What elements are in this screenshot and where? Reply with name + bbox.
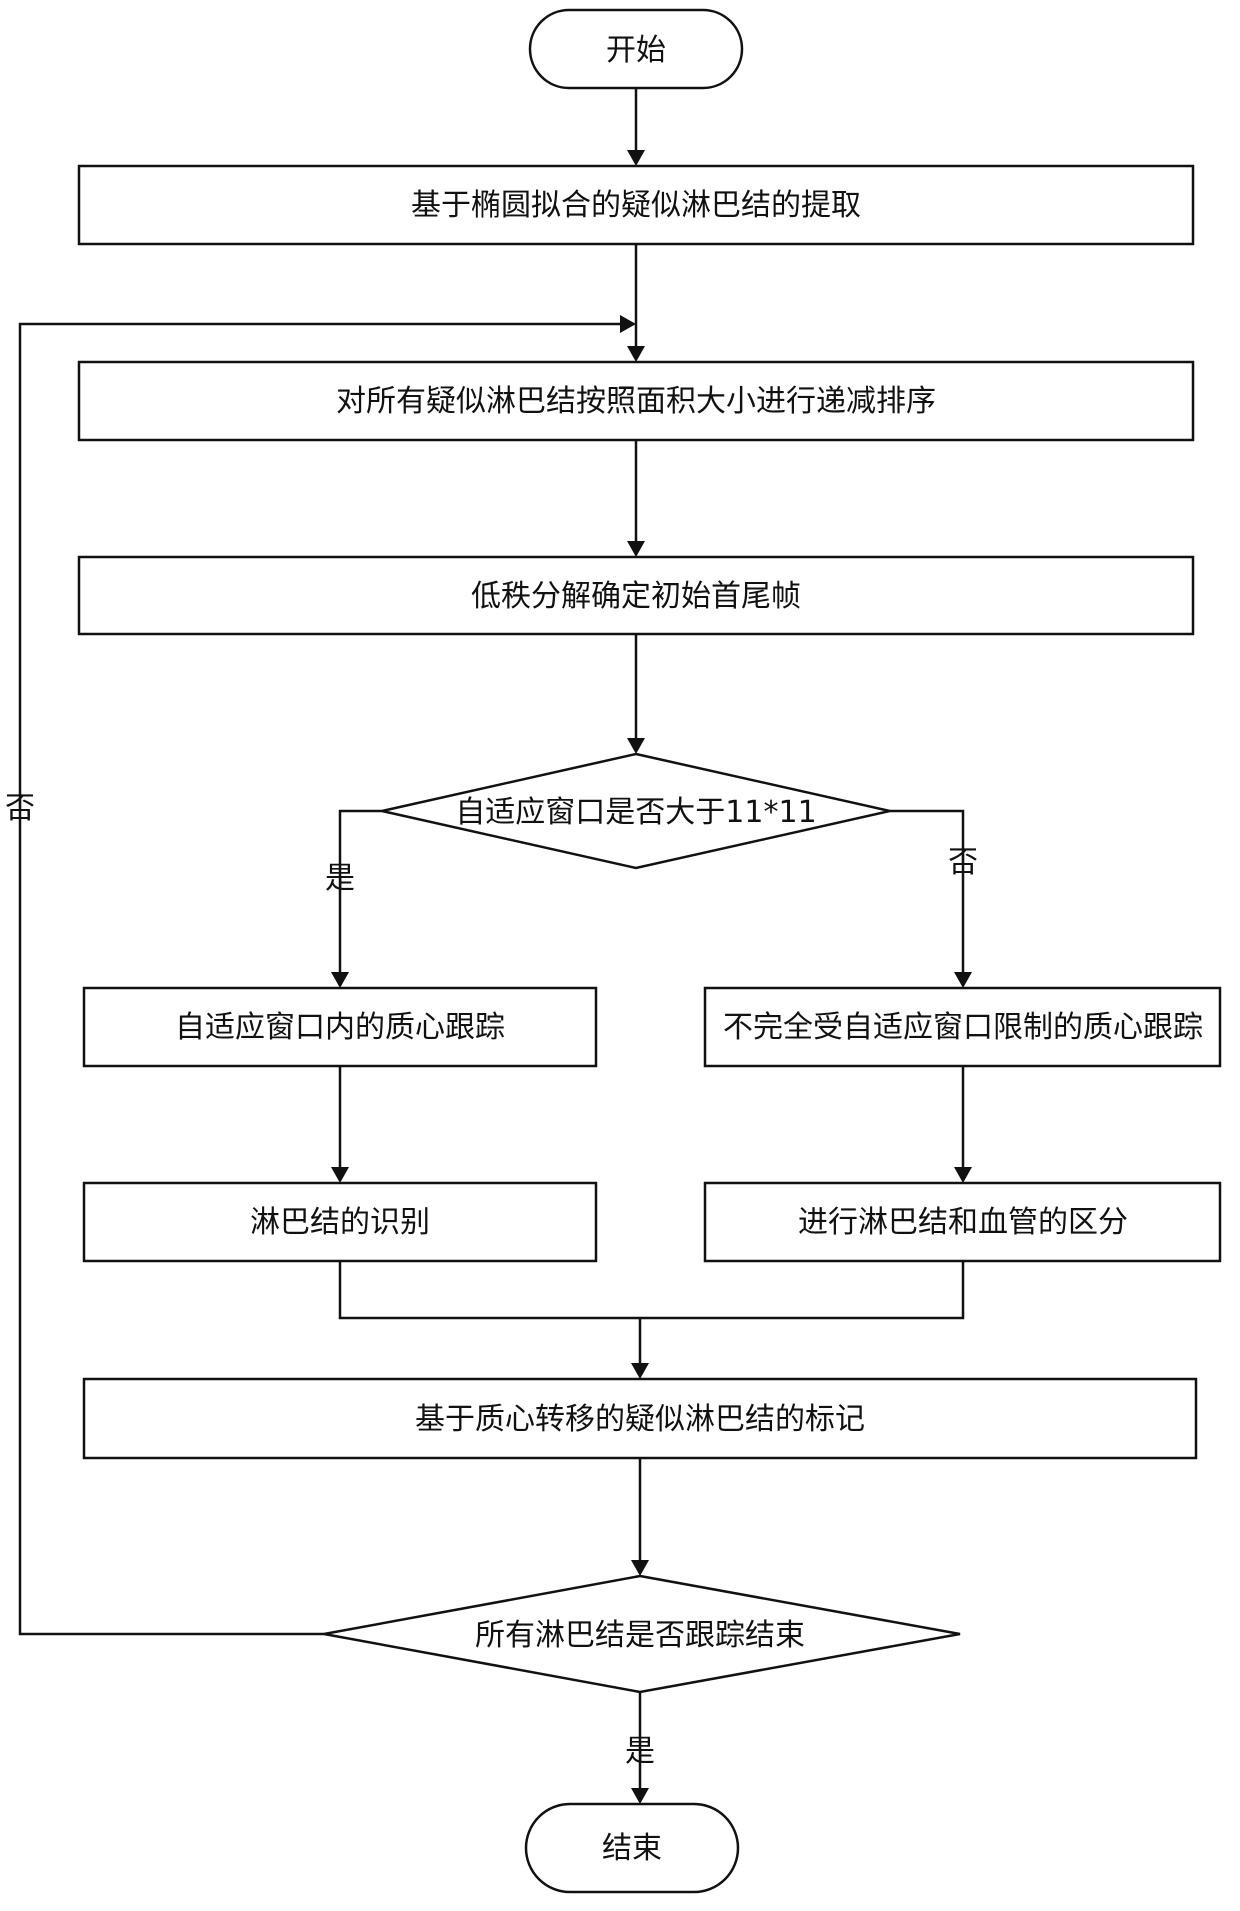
arrow-window-yes [331, 972, 349, 988]
arrow-done-end [631, 1788, 649, 1804]
distinguish-label: 进行淋巴结和血管的区分 [798, 1205, 1128, 1240]
lowrank-label: 低秩分解确定初始首尾帧 [471, 579, 801, 614]
identify-process [82, 1181, 598, 1263]
lowrank-process [77, 555, 1195, 636]
arrow-sort-lowrank [627, 541, 645, 557]
arrow-window-no [954, 972, 972, 988]
track-inside-label: 自适应窗口内的质心跟踪 [175, 1010, 505, 1045]
done-decision-label: 所有淋巴结是否跟踪结束 [475, 1618, 805, 1653]
done-decision [323, 1574, 961, 1694]
sort-process [77, 360, 1195, 442]
arrow-lowrank-decision [627, 738, 645, 754]
end-label: 结束 [602, 1831, 662, 1866]
edge-window-yes [338, 809, 382, 972]
arrow-mark-done [631, 1560, 649, 1576]
track-inside-process [82, 986, 598, 1068]
start-label: 开始 [606, 33, 666, 68]
mark-process [82, 1377, 1198, 1460]
extract-process [77, 164, 1195, 246]
window-no-label: 否 [948, 845, 978, 880]
mark-label: 基于质心转移的疑似淋巴结的标记 [415, 1402, 865, 1437]
track-unlimited-process [703, 986, 1222, 1068]
window-decision [381, 752, 891, 870]
arrow-loop-no [620, 315, 636, 333]
loop-no-label: 否 [5, 791, 35, 826]
arrow-start-extract [627, 150, 645, 166]
arrow-trackinside-identify [331, 1167, 349, 1183]
arrow-trackunlimited-distinguish [954, 1167, 972, 1183]
extract-label: 基于椭圆拟合的疑似淋巴结的提取 [411, 188, 861, 223]
sort-label: 对所有疑似淋巴结按照面积大小进行递减排序 [336, 384, 936, 419]
distinguish-process [703, 1181, 1222, 1263]
end-terminator [524, 1802, 740, 1894]
window-yes-label: 是 [325, 861, 355, 896]
edge-loop-no [18, 322, 620, 1636]
start-terminator [528, 8, 744, 90]
identify-label: 淋巴结的识别 [250, 1205, 430, 1240]
arrow-merge-mark [631, 1363, 649, 1379]
edge-window-no [890, 809, 965, 972]
done-yes-label: 是 [625, 1734, 655, 1769]
edge-merge [338, 1261, 965, 1320]
window-decision-label: 自适应窗口是否大于11*11 [455, 795, 816, 830]
arrow-extract-sort [627, 346, 645, 362]
track-unlimited-label: 不完全受自适应窗口限制的质心跟踪 [723, 1010, 1203, 1045]
